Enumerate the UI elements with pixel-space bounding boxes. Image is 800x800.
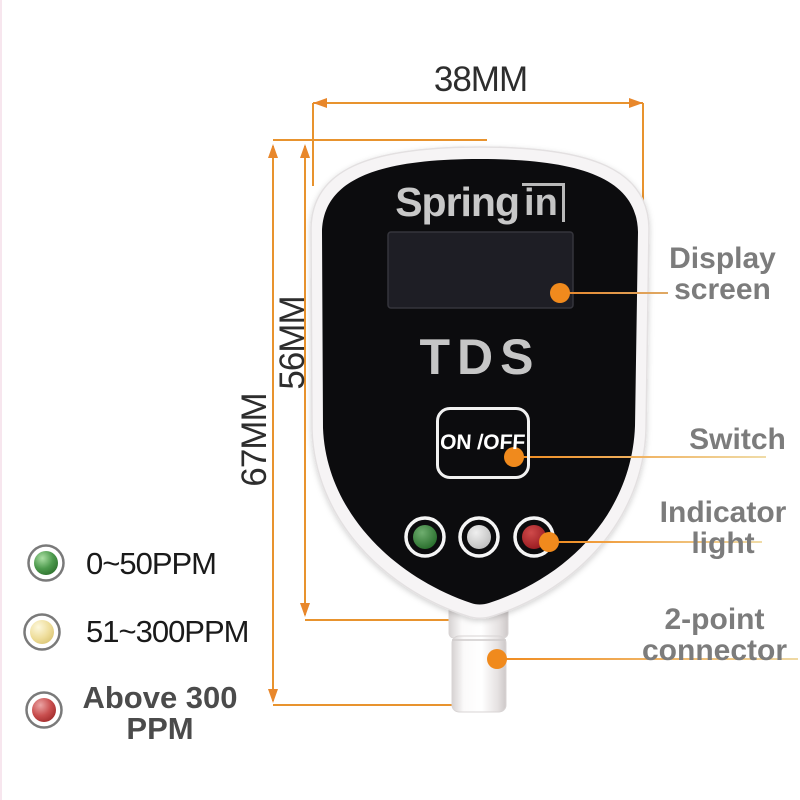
power-button: ON /OFF	[436, 407, 530, 479]
indicator-callout-dot-icon	[539, 532, 559, 552]
dimension-arrowheads	[268, 98, 643, 703]
display-callout-dot-icon	[550, 283, 570, 303]
white-led-icon	[467, 525, 491, 549]
connector-label-line1: 2-point	[664, 603, 765, 636]
indicator-light-label-line1: Indicator	[659, 496, 787, 529]
left-edge-line	[0, 0, 2, 800]
dimension-total-height-label: 67MM	[235, 393, 274, 487]
display-screen	[387, 231, 574, 309]
display-screen-label-line1: Display	[669, 242, 776, 275]
switch-callout-dot-icon	[504, 447, 524, 467]
legend-item-red-label-line1: Above 300	[82, 680, 238, 715]
brand-logo-boxed-suffix: in	[522, 182, 565, 222]
green-led-ring-icon	[404, 516, 446, 558]
connector-label-line2: connector	[641, 634, 788, 667]
indicator-light-label-line2: light	[691, 527, 755, 560]
connector-callout-dot-icon	[487, 649, 507, 669]
legend-item-yellow-label: 51~300PPM	[86, 614, 249, 649]
power-button-label: ON /OFF	[439, 431, 527, 454]
display-screen-label: Display screen	[645, 243, 800, 305]
white-led-ring-icon	[458, 516, 500, 558]
brand-logo: Spring in	[385, 179, 575, 225]
dimension-body-height-label: 56MM	[273, 296, 312, 390]
legend-green-dot-icon	[34, 551, 58, 575]
model-label: TDS	[419, 329, 541, 385]
callout-dots	[487, 283, 570, 669]
brand-logo-text: Spring	[395, 178, 520, 225]
legend-item-red-label-line2: PPM	[126, 711, 194, 746]
switch-label: Switch	[689, 423, 786, 456]
legend-red-dot-icon	[32, 698, 56, 722]
dimension-width-label: 38MM	[433, 60, 528, 99]
legend-dots	[23, 544, 65, 729]
indicator-light-label: Indicator light	[648, 497, 798, 559]
display-screen-label-line2: screen	[674, 273, 771, 306]
callout-lines	[497, 292, 798, 660]
green-led-icon	[413, 525, 437, 549]
legend-yellow-dot-icon	[30, 620, 54, 644]
legend-item-red-label: Above 300 PPM	[76, 682, 244, 744]
connector-label: 2-point connector	[632, 604, 797, 666]
legend-item-green-label: 0~50PPM	[86, 546, 217, 581]
